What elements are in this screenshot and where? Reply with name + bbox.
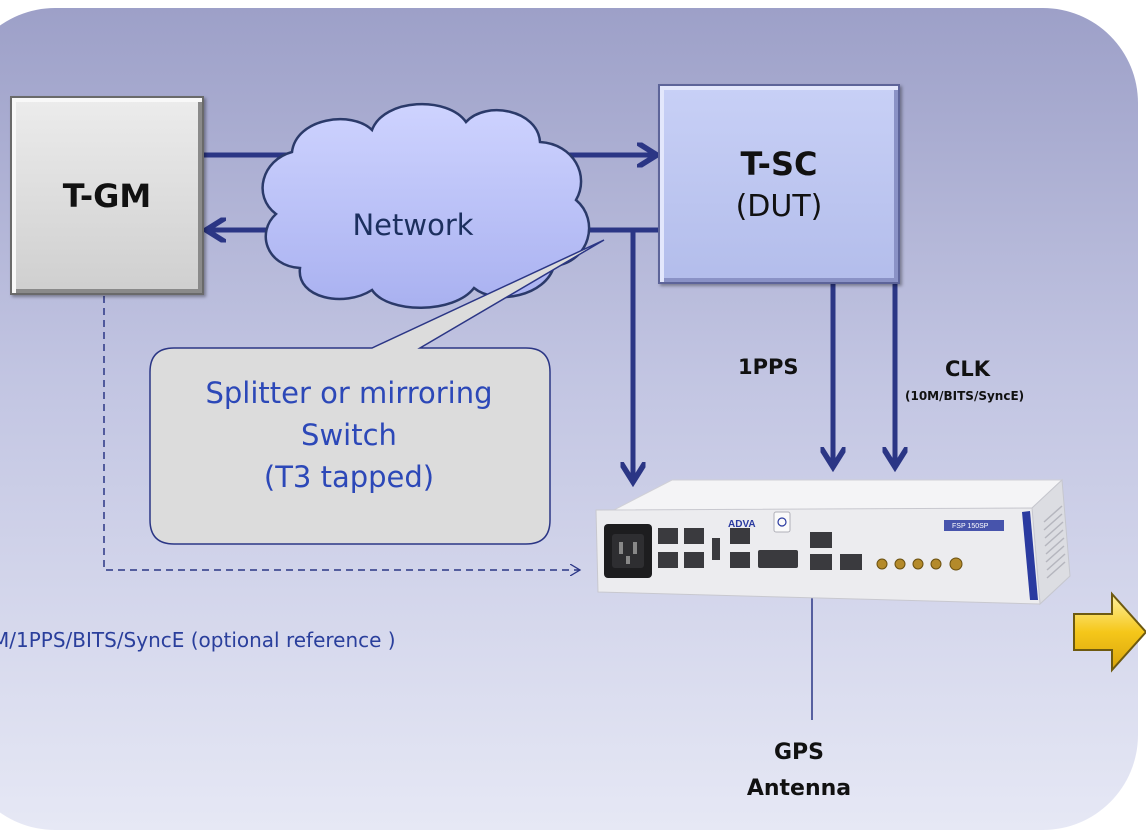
tgm-box: T-GM	[10, 96, 204, 295]
splitter-line-2: Switch	[301, 418, 397, 452]
output-arrow-icon	[1073, 591, 1146, 673]
tsc-title: T-SC	[740, 144, 818, 183]
splitter-callout-text: Splitter or mirroring Switch (T3 tapped)	[148, 372, 550, 498]
gps-label-line-1: GPS	[773, 740, 825, 765]
reference-dashed-line	[103, 296, 580, 570]
splitter-line-3: (T3 tapped)	[263, 460, 435, 494]
network-label: Network	[352, 208, 474, 242]
gps-antenna-label: GPS Antenna	[740, 735, 858, 807]
tsc-box: T-SC (DUT)	[658, 84, 900, 284]
gps-label-line-2: Antenna	[746, 776, 852, 801]
splitter-line-1: Splitter or mirroring	[205, 376, 493, 410]
test-device-image: ADVA FSP 150SP FSP 150SP	[595, 478, 1071, 606]
tgm-title: T-GM	[62, 176, 152, 215]
svg-text:ADVA: ADVA	[728, 519, 756, 530]
pps-label: 1PPS	[738, 355, 799, 379]
tsc-subtitle: (DUT)	[735, 188, 823, 224]
clk-label: CLK	[945, 357, 991, 381]
svg-text:FSP 150SP: FSP 150SP	[952, 523, 989, 530]
clk-sublabel: (10M/BITS/SyncE)	[905, 389, 1025, 403]
reference-label: M/1PPS/BITS/SyncE (optional reference )	[0, 628, 396, 652]
splitter-callout	[149, 239, 605, 545]
